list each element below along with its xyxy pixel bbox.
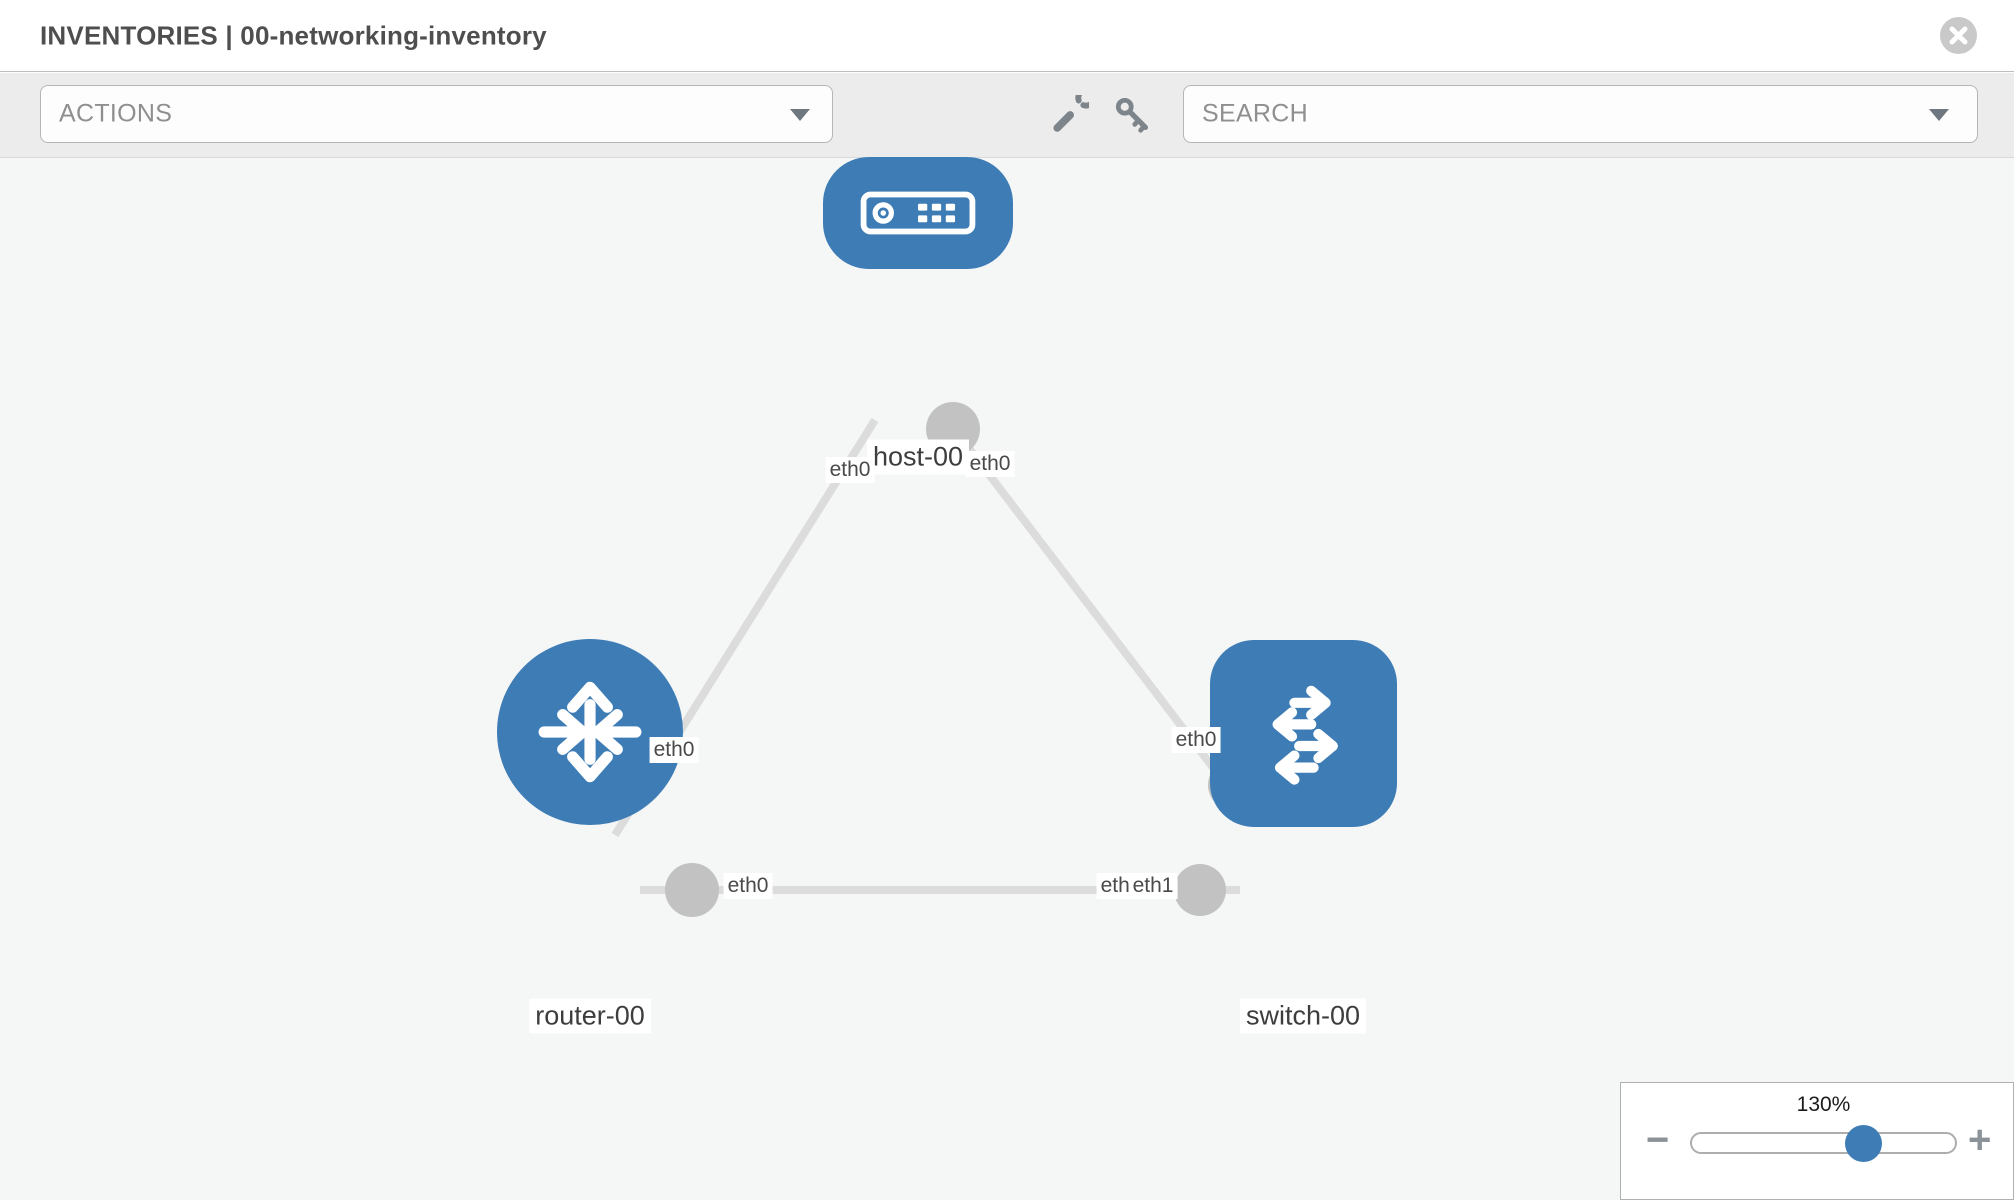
interface-label: eth0 [649,737,699,763]
wrench-icon [1053,87,1097,132]
interface-label: eth0 [965,451,1015,477]
node-label-switch: switch-00 [1239,998,1367,1034]
page-title: INVENTORIES | 00-networking-inventory [40,20,547,51]
close-icon [1949,26,1968,45]
interface-label: eth1 [1128,873,1178,899]
zoom-out-button[interactable]: − [1646,1118,1670,1162]
header: INVENTORIES | 00-networking-inventory [0,0,2014,72]
topology-canvas[interactable] [0,158,2014,1200]
switch-icon [1272,685,1338,785]
zoom-slider-thumb[interactable] [1845,1125,1882,1162]
toolbar: ACTIONS SEARCH [0,73,2014,158]
chevron-down-icon [1929,109,1949,121]
actions-dropdown[interactable]: ACTIONS [40,85,833,143]
actions-dropdown-label: ACTIONS [59,99,173,128]
interface-label: eth0 [723,873,773,899]
node-label-router: router-00 [529,998,651,1034]
port-dot-switch-left [1174,864,1226,916]
router-icon [538,681,642,783]
host-device-icon [860,191,976,235]
search-dropdown[interactable]: SEARCH [1183,85,1978,143]
interface-label: eth0 [1171,727,1221,753]
node-host-00[interactable] [823,157,1013,269]
links-layer [611,402,1258,917]
node-switch-00[interactable] [1210,640,1397,827]
zoom-slider-track[interactable] [1690,1132,1957,1154]
interface-label: eth0 [825,457,875,483]
close-button[interactable] [1940,17,1977,54]
zoom-in-button[interactable]: + [1968,1118,1992,1162]
port-dot-router [665,863,719,917]
node-router-00[interactable] [497,639,683,825]
search-placeholder: SEARCH [1202,99,1308,128]
chevron-down-icon [790,109,810,121]
tools-button[interactable] [1049,87,1097,135]
zoom-level-readout: 130% [1796,1093,1851,1116]
key-icon [1115,97,1148,133]
node-label-host: host-00 [866,439,970,475]
key-button[interactable] [1113,95,1153,135]
